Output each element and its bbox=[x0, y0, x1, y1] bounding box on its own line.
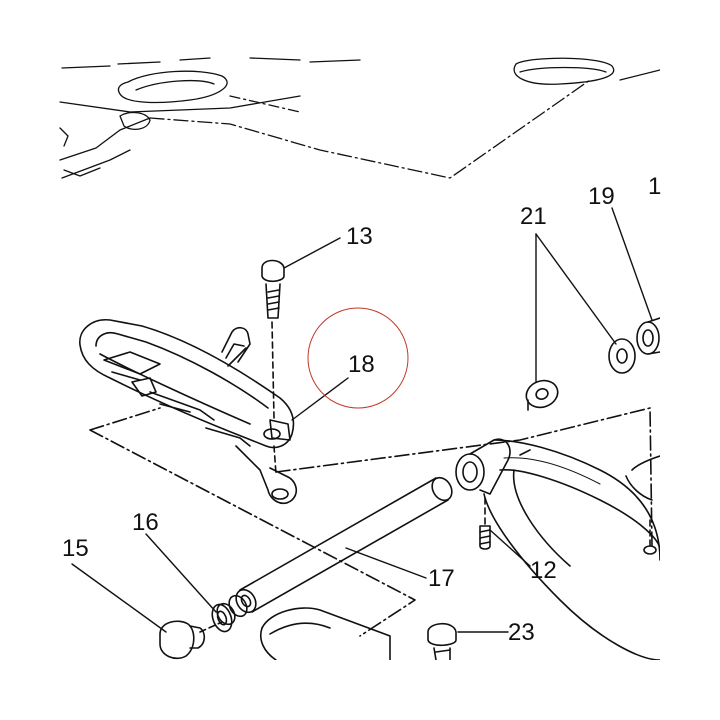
assembly-line-right bbox=[275, 407, 653, 547]
bolt-23 bbox=[427, 622, 457, 660]
pivot-shaft-17 bbox=[235, 476, 453, 614]
lower-plate bbox=[260, 607, 391, 660]
callout-1: 1 bbox=[648, 173, 661, 200]
callout-19: 19 bbox=[588, 183, 615, 210]
screw-12 bbox=[479, 495, 491, 550]
callout-18: 18 bbox=[348, 351, 375, 378]
callout-15: 15 bbox=[62, 535, 89, 562]
callout-16: 16 bbox=[132, 509, 159, 536]
cap-15 bbox=[159, 620, 223, 660]
small-screw bbox=[643, 519, 657, 555]
bushing-19 bbox=[636, 317, 660, 355]
callout-23: 23 bbox=[508, 619, 535, 646]
bracket-part bbox=[79, 319, 298, 505]
callout-21: 21 bbox=[520, 203, 547, 230]
highlight-circle bbox=[307, 307, 409, 409]
callout-13: 13 bbox=[346, 223, 373, 250]
upper-frame-sketch bbox=[59, 57, 660, 179]
assembly-line-lower bbox=[89, 407, 416, 637]
swingarm-housing bbox=[455, 438, 660, 660]
washer-21-b bbox=[608, 338, 636, 374]
leader-lines bbox=[71, 207, 653, 633]
callout-17: 17 bbox=[428, 565, 455, 592]
washer-16 bbox=[211, 603, 233, 633]
callout-12: 12 bbox=[530, 557, 557, 584]
bolt-13 bbox=[261, 259, 285, 475]
washer-21-a bbox=[525, 379, 559, 411]
